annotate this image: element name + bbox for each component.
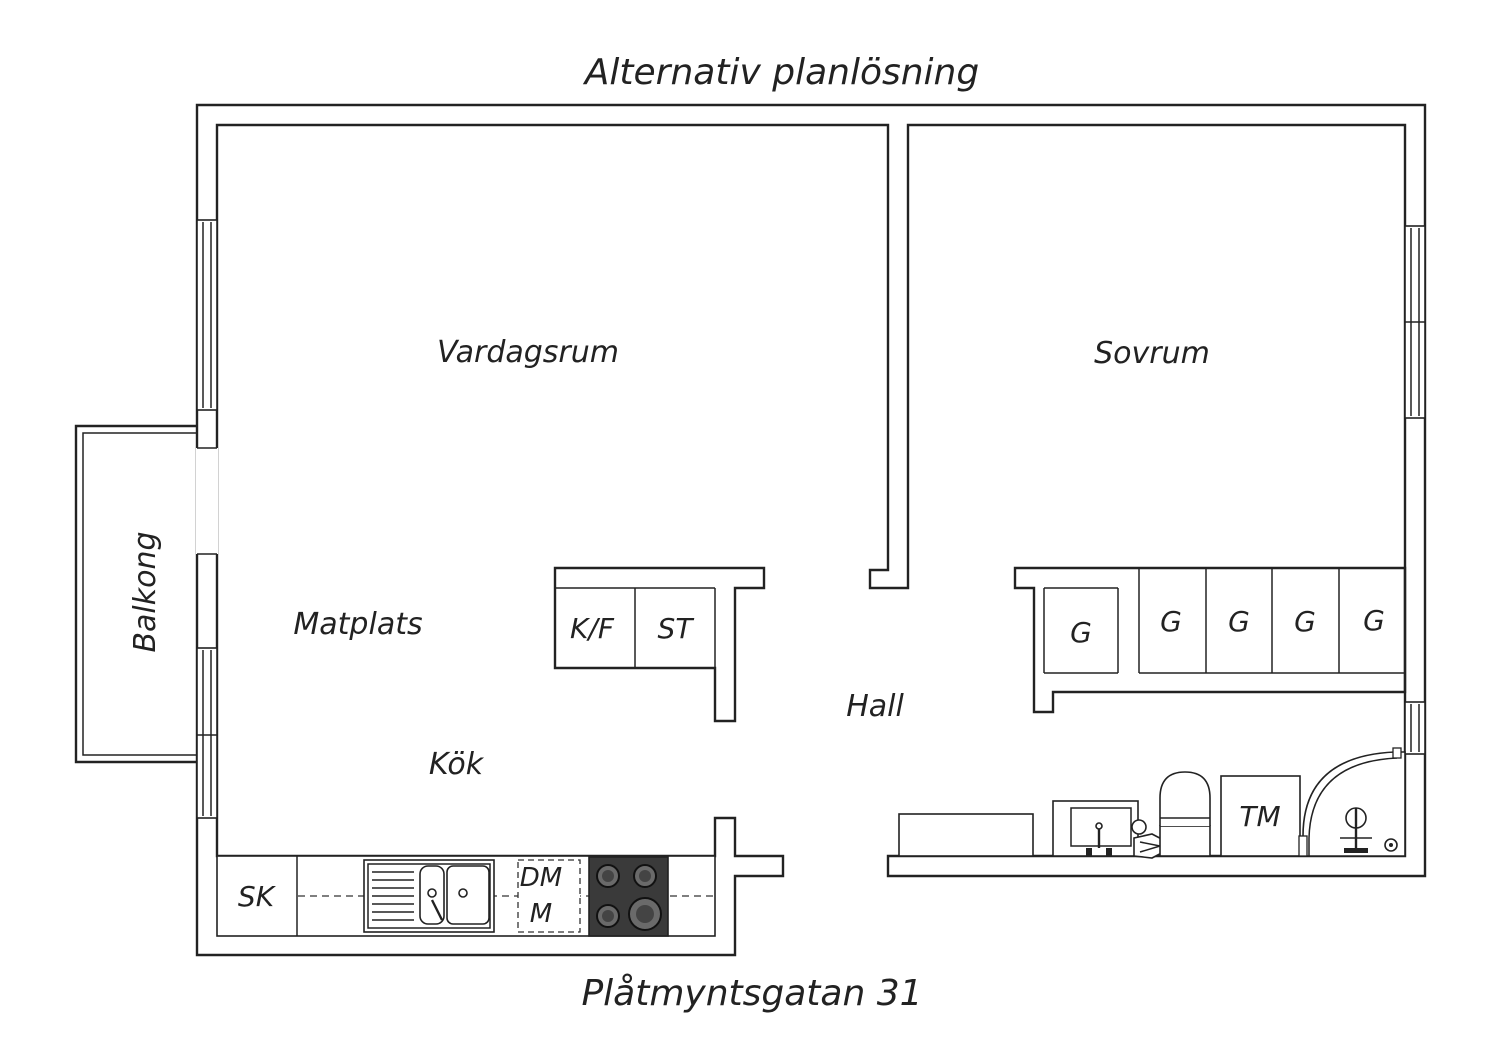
wardrobe-label-3: G bbox=[1228, 605, 1250, 638]
balcony-door-opening bbox=[196, 448, 218, 554]
plan-title: Alternativ planlösning bbox=[583, 52, 979, 93]
outer-walls bbox=[195, 103, 1427, 957]
window-left-lower bbox=[196, 647, 218, 819]
window-right-upper bbox=[1404, 225, 1426, 419]
closet-label: ST bbox=[658, 612, 695, 645]
living-room-label: Vardagsrum bbox=[437, 335, 619, 370]
wardrobe-label-2: G bbox=[1160, 605, 1182, 638]
sink-icon bbox=[363, 859, 495, 933]
window-right-lower bbox=[1404, 701, 1426, 755]
shower-handle-icon bbox=[1131, 819, 1177, 859]
cleaning-cabinet-label: SK bbox=[238, 880, 277, 913]
dishwasher-microwave bbox=[517, 859, 581, 933]
dining-label: Matplats bbox=[293, 607, 422, 642]
dishwasher-label: DM bbox=[520, 863, 562, 893]
bedroom-label: Sovrum bbox=[1094, 336, 1210, 371]
wardrobe-label-5: G bbox=[1363, 604, 1385, 637]
wardrobe-label-1: G bbox=[1070, 616, 1092, 649]
microwave-label: M bbox=[530, 899, 552, 929]
wardrobe-block bbox=[1013, 566, 1407, 714]
washing-machine-label: TM bbox=[1239, 800, 1280, 833]
hall-label: Hall bbox=[846, 689, 904, 724]
window-left-upper bbox=[196, 219, 218, 411]
kitchen-label: Kök bbox=[429, 747, 485, 782]
washing-machine bbox=[1220, 775, 1301, 857]
toilet-icon bbox=[1159, 771, 1211, 857]
fridge-freezer-label: K/F bbox=[570, 612, 615, 645]
stove-icon bbox=[588, 856, 669, 937]
fridge-closet-block bbox=[553, 566, 766, 723]
address-label: Plåtmyntsgatan 31 bbox=[581, 973, 922, 1014]
wardrobe-label-4: G bbox=[1294, 605, 1316, 638]
bathroom-bench bbox=[898, 813, 1034, 857]
washbasin-icon bbox=[1052, 800, 1139, 857]
balcony-label: Balkong bbox=[128, 531, 163, 652]
shower-icon bbox=[1298, 747, 1406, 857]
balcony bbox=[74, 424, 197, 764]
